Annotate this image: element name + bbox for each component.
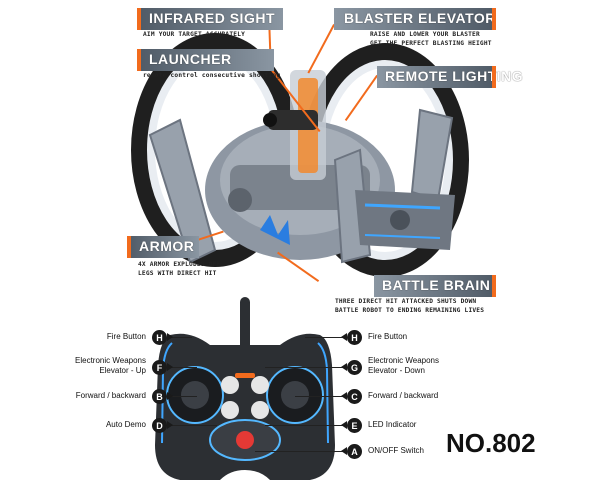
callout-infrared-sight-subtitle: AIM YOUR TARGET ACCURATELY: [143, 31, 246, 38]
remote-controller: [150, 295, 340, 490]
callout-infrared-sight-title: INFRARED SIGHT: [149, 10, 275, 26]
badge-e: E: [341, 418, 362, 433]
label-fire-button-right: Fire Button: [368, 332, 408, 341]
robot-illustration: [120, 0, 480, 290]
badge-c: C: [341, 389, 362, 404]
connector-a: [255, 451, 343, 452]
callout-battle-brain-title: BATTLE BRAIN: [382, 277, 491, 293]
callout-launcher-subtitle: remote control consecutive shooting: [143, 72, 281, 79]
label-auto-demo: Auto Demo: [105, 420, 146, 429]
badge-pointer: [167, 333, 173, 341]
badge-a: A: [341, 444, 362, 459]
callout-armor-title: ARMOR: [139, 238, 195, 254]
connector-g: [265, 367, 343, 368]
badge-pointer: [341, 447, 347, 455]
connector-f: [167, 367, 197, 368]
badge-pointer: [341, 421, 347, 429]
badge-g: G: [341, 360, 362, 375]
label-weapons-up-line2: Elevator - Up: [99, 366, 146, 375]
badge-pointer: [167, 392, 173, 400]
callout-infrared-sight: INFRARED SIGHT: [137, 8, 283, 30]
callout-blaster-elevator: BLASTER ELEVATOR: [334, 8, 496, 30]
badge-pointer: [341, 363, 347, 371]
badge-pointer: [167, 363, 173, 371]
label-weapons-down-line2: Elevator - Down: [368, 366, 425, 375]
label-weapons-up-line1: Electronic Weapons: [75, 356, 146, 365]
connector-d: [167, 425, 217, 426]
callout-battle-brain: BATTLE BRAIN: [374, 275, 496, 297]
model-number: NO.802: [446, 428, 536, 458]
remote-controller-image: [155, 297, 335, 480]
label-forward-backward-left: Forward / backward: [75, 391, 146, 400]
label-led-indicator: LED Indicator: [368, 420, 417, 429]
callout-remote-lighting-title: REMOTE LIGHTING: [385, 68, 524, 84]
callout-battle-brain-subtitle-2: BATTLE ROBOT TO ENDING REMAINING LIVES: [335, 307, 485, 314]
callout-blaster-elevator-title: BLASTER ELEVATOR: [344, 10, 496, 26]
label-weapons-down-line1: Electronic Weapons: [368, 356, 439, 365]
callout-armor: ARMOR: [127, 236, 199, 258]
badge-h-left: H: [152, 330, 173, 345]
connector-e: [265, 425, 343, 426]
connector-c: [295, 396, 343, 397]
badge-f: F: [152, 360, 173, 375]
label-on-off-switch: ON/OFF Switch: [368, 446, 425, 455]
connector-fire-right: [305, 337, 343, 338]
label-forward-backward-right: Forward / backward: [368, 391, 439, 400]
connector-b: [167, 396, 197, 397]
callout-blaster-elevator-subtitle-1: RAISE AND LOWER YOUR BLASTER: [370, 31, 480, 38]
callout-launcher: LAUNCHER: [137, 49, 274, 71]
callout-armor-subtitle-2: LEGS WITH DIRECT HIT: [138, 270, 217, 277]
connector-fire-left: [167, 337, 192, 338]
badge-b: B: [152, 389, 173, 404]
callout-blaster-elevator-subtitle-2: GET THE PERFECT BLASTING HEIGHT: [370, 40, 492, 47]
badge-h-right: H: [341, 330, 362, 345]
badge-pointer: [167, 421, 173, 429]
badge-d: D: [152, 418, 173, 433]
callout-battle-brain-subtitle-1: THREE DIRECT HIT ATTACKED SHUTS DOWN: [335, 298, 477, 305]
callout-remote-lighting: REMOTE LIGHTING: [377, 66, 523, 88]
callout-armor-subtitle-1: 4X ARMOR EXPLODES OFF: [138, 261, 221, 268]
label-fire-button-left: Fire Button: [106, 332, 146, 341]
badge-pointer: [341, 392, 347, 400]
callout-launcher-title: LAUNCHER: [149, 51, 232, 67]
battle-robot-image: [131, 33, 469, 277]
badge-pointer: [341, 333, 347, 341]
